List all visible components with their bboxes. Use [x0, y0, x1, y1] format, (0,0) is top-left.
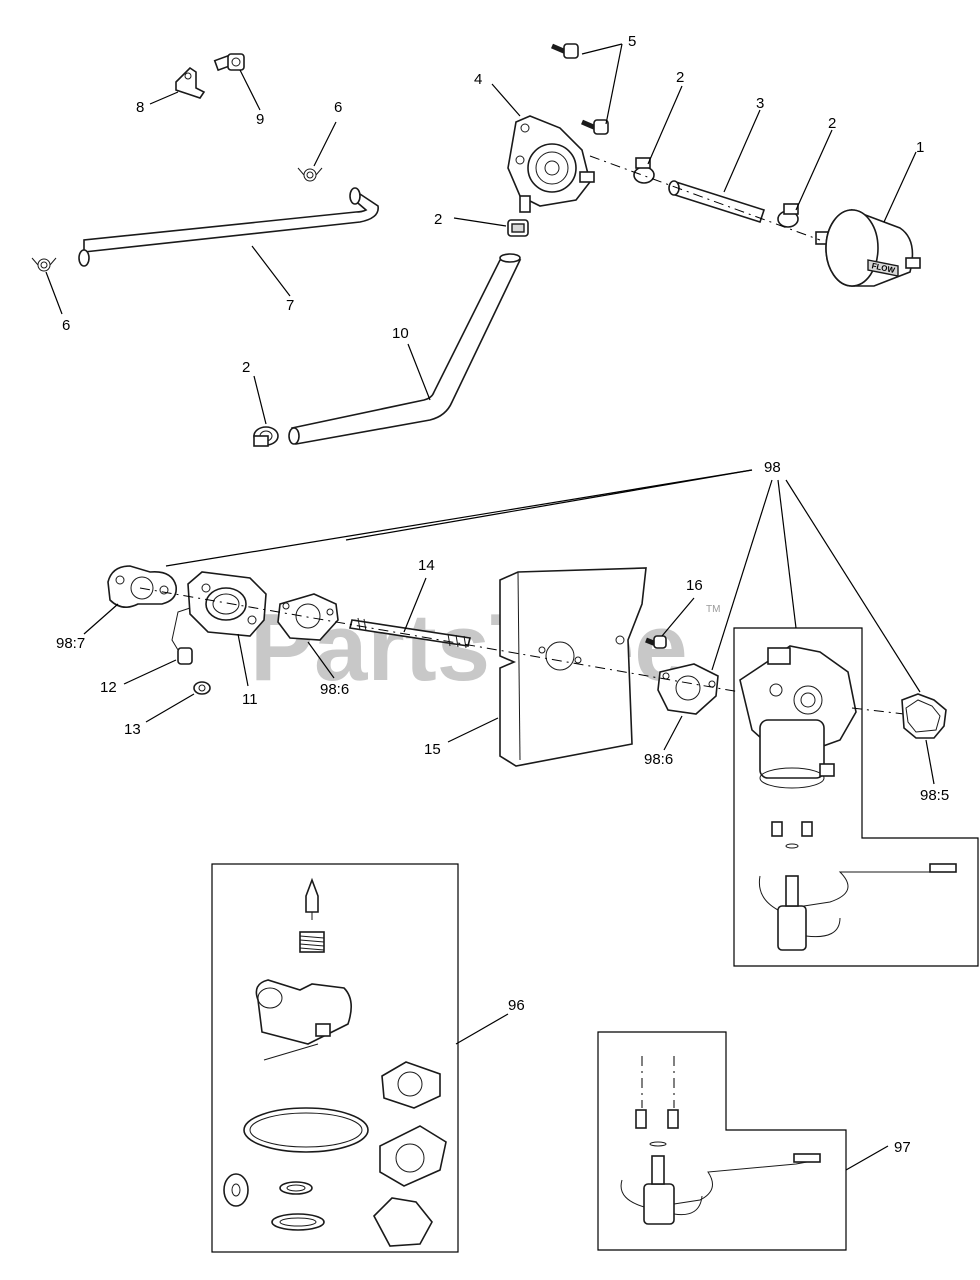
- callout-98-6-right: 98:6: [644, 751, 673, 768]
- part-9-bolt[interactable]: [213, 53, 245, 72]
- callout-2-top: 2: [676, 69, 684, 86]
- part-12-fitting[interactable]: [177, 647, 193, 665]
- callout-98-6-left: 98:6: [320, 681, 349, 698]
- axis-line-carb: [851, 707, 905, 715]
- part-3-hose-short[interactable]: [668, 180, 766, 224]
- part-10-hose-long[interactable]: [288, 253, 522, 445]
- callout-16: 16: [686, 577, 703, 594]
- callout-3: 3: [756, 95, 764, 112]
- part-98-7-gasket[interactable]: [107, 565, 178, 608]
- callout-9: 9: [256, 111, 264, 128]
- part-13-clamp[interactable]: [193, 681, 211, 695]
- part-2-clamp-pump[interactable]: [507, 219, 529, 237]
- carburetor-inset-frame: [733, 627, 979, 967]
- part-14-stud[interactable]: [349, 617, 471, 649]
- kit-97-frame: [597, 1031, 847, 1251]
- part-5-screw-top[interactable]: [551, 43, 579, 59]
- part-15-heat-shield[interactable]: [499, 567, 647, 767]
- leader-lines: [45, 43, 935, 1171]
- callout-97: 97: [894, 1139, 911, 1156]
- callout-11: 11: [242, 691, 258, 708]
- part-2-clamp-right[interactable]: [777, 203, 799, 228]
- callout-98: 98: [764, 459, 781, 476]
- part-2-clamp-lower[interactable]: [253, 426, 279, 447]
- kit-96-frame: [211, 863, 459, 1253]
- callout-98-7: 98:7: [56, 635, 85, 652]
- part-8-bracket[interactable]: [175, 66, 206, 99]
- part-1-fuel-filter[interactable]: FLOW: [815, 208, 921, 287]
- part-5-screw-lower[interactable]: [581, 119, 609, 135]
- part-6-clamp-lower[interactable]: [31, 257, 57, 272]
- axis-line-fuel: [589, 155, 821, 241]
- kit-96-parts[interactable]: [223, 877, 447, 1247]
- part-7-hose[interactable]: [78, 187, 379, 267]
- part-98-6-gasket-right[interactable]: [657, 663, 719, 715]
- callout-12: 12: [100, 679, 117, 696]
- carburetor[interactable]: [739, 645, 857, 849]
- callout-4: 4: [474, 71, 482, 88]
- callout-10: 10: [392, 325, 409, 342]
- callout-96: 96: [508, 997, 525, 1014]
- part-11-adapter[interactable]: [171, 571, 267, 651]
- kit-97-solenoid[interactable]: [620, 1056, 821, 1225]
- fuel-solenoid-inset[interactable]: [758, 863, 957, 951]
- callout-2-right: 2: [828, 115, 836, 132]
- callout-14: 14: [418, 557, 435, 574]
- part-98-5-gasket[interactable]: [901, 693, 947, 739]
- callout-2-lower: 2: [242, 359, 250, 376]
- callout-2-pump: 2: [434, 211, 442, 228]
- callout-15: 15: [424, 741, 441, 758]
- part-4-fuel-pump[interactable]: [507, 115, 595, 213]
- callout-6-lower: 6: [62, 317, 70, 334]
- part-16-screw[interactable]: [645, 635, 667, 649]
- part-6-clamp-upper[interactable]: [297, 167, 323, 182]
- callout-labels: 1 2 2 2 2 3 4 5 6 6 7 8 9 10 11 12 13 14…: [56, 33, 949, 1156]
- callout-5: 5: [628, 33, 636, 50]
- callout-98-5: 98:5: [920, 787, 949, 804]
- watermark-tm: TM: [706, 604, 720, 615]
- axis-line-intake: [139, 587, 741, 693]
- callout-7: 7: [286, 297, 294, 314]
- callout-13: 13: [124, 721, 141, 738]
- callout-6-upper: 6: [334, 99, 342, 116]
- part-2-clamp-top[interactable]: [633, 157, 655, 184]
- callout-1: 1: [916, 139, 924, 156]
- callout-8: 8: [136, 99, 144, 116]
